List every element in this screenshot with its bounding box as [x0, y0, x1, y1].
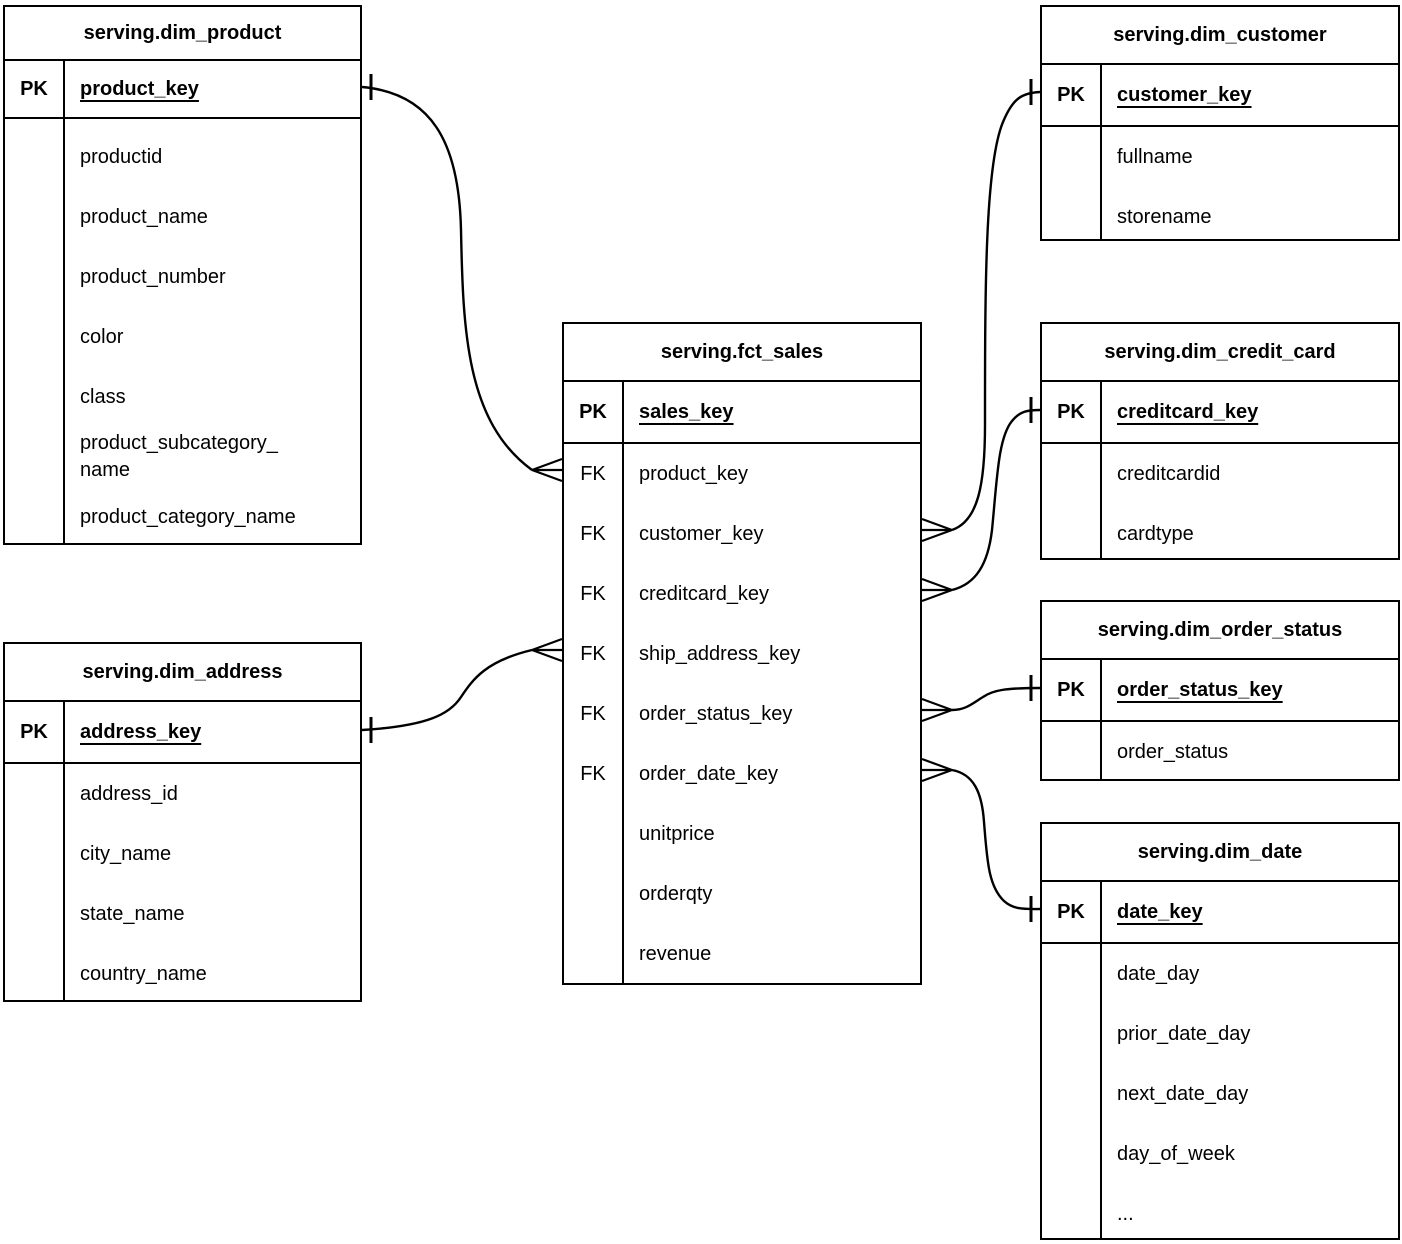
relationship-line — [951, 408, 1041, 592]
key-column — [5, 119, 65, 543]
fk-label: FK — [580, 762, 606, 785]
key-column — [1042, 722, 1102, 779]
field-row: creditcardid — [1117, 462, 1221, 485]
fk-label: FK — [580, 642, 606, 665]
pk-row: PK order_status_key — [1042, 660, 1398, 722]
pk-label: PK — [1042, 660, 1102, 720]
relationship-fct-sales-dim-order-status — [921, 675, 1041, 723]
relationship-line — [951, 90, 1041, 532]
field-row: city_name — [80, 842, 172, 865]
fk-label: FK — [580, 462, 606, 485]
pk-row: PK sales_key — [564, 382, 920, 444]
table-title: serving.dim_address — [5, 644, 360, 702]
pk-field: customer_key — [1117, 83, 1252, 106]
pk-label: PK — [1042, 65, 1102, 125]
pk-field: address_key — [80, 720, 202, 743]
pk-field: product_key — [80, 77, 199, 100]
relationship-line — [361, 648, 533, 732]
table-dim-customer: serving.dim_customer PK customer_key ful… — [1040, 5, 1400, 241]
fk-label: FK — [580, 582, 606, 605]
pk-row: PK address_key — [5, 702, 360, 764]
field-row: product_key — [639, 462, 748, 485]
pk-field: creditcard_key — [1117, 400, 1259, 423]
table-dim-product: serving.dim_product PK product_key produ… — [3, 5, 362, 545]
field-row: ship_address_key — [639, 642, 801, 665]
field-row: revenue — [639, 942, 712, 965]
field-row: productid — [80, 145, 163, 168]
relationship-line — [951, 686, 1041, 712]
key-column — [1042, 444, 1102, 558]
pk-label: PK — [5, 702, 65, 762]
crow-foot-many-icon — [921, 517, 953, 543]
field-row: creditcard_key — [639, 582, 770, 605]
field-row: color — [80, 325, 124, 348]
table-dim-date: serving.dim_date PK date_key date_day pr… — [1040, 822, 1400, 1240]
field-row: address_id — [80, 782, 178, 805]
field-row: next_date_day — [1117, 1082, 1249, 1105]
field-row: order_status — [1117, 740, 1229, 763]
field-row: product_category_name — [80, 505, 296, 528]
pk-field: sales_key — [639, 400, 734, 423]
field-row: country_name — [80, 962, 207, 985]
field-row: fullname — [1117, 145, 1193, 168]
table-title: serving.dim_order_status — [1042, 602, 1398, 660]
field-row: order_date_key — [639, 762, 778, 785]
key-column — [5, 764, 65, 1000]
field-row: cardtype — [1117, 522, 1194, 545]
pk-field: date_key — [1117, 900, 1203, 923]
pk-label: PK — [5, 61, 65, 117]
crow-foot-many-icon — [531, 637, 563, 663]
pk-row: PK customer_key — [1042, 65, 1398, 127]
key-column — [1042, 127, 1102, 239]
field-row: class — [80, 385, 126, 408]
field-row: day_of_week — [1117, 1142, 1235, 1165]
field-row: date_day — [1117, 962, 1200, 985]
table-title: serving.dim_date — [1042, 824, 1398, 882]
field-row: orderqty — [639, 882, 713, 905]
field-row: ... — [1117, 1202, 1134, 1225]
pk-label: PK — [1042, 382, 1102, 442]
field-row: customer_key — [639, 522, 764, 545]
crow-foot-many-icon — [921, 577, 953, 603]
field-row: unitprice — [639, 822, 715, 845]
field-row: product_name — [80, 205, 208, 228]
pk-field: order_status_key — [1117, 678, 1283, 701]
pk-row: PK date_key — [1042, 882, 1398, 944]
pk-row: PK creditcard_key — [1042, 382, 1398, 444]
table-title: serving.fct_sales — [564, 324, 920, 382]
field-row: order_status_key — [639, 702, 793, 725]
key-column — [1042, 944, 1102, 1238]
table-title: serving.dim_credit_card — [1042, 324, 1398, 382]
table-title: serving.dim_product — [5, 7, 360, 61]
fk-label: FK — [580, 522, 606, 545]
table-dim-credit-card: serving.dim_credit_card PK creditcard_ke… — [1040, 322, 1400, 560]
field-text: product_subcategory_name — [80, 432, 278, 481]
relationship-line — [361, 85, 533, 471]
relationship-fct-sales-dim-address — [361, 637, 563, 743]
field-row: prior_date_day — [1117, 1022, 1251, 1045]
table-dim-address: serving.dim_address PK address_key addre… — [3, 642, 362, 1002]
field-row: product_subcategory_name — [65, 427, 360, 487]
pk-label: PK — [564, 382, 624, 442]
relationship-fct-sales-dim-product — [361, 74, 563, 483]
crow-foot-many-icon — [921, 697, 953, 723]
table-fct-sales: serving.fct_sales PK sales_key FK FK FK … — [562, 322, 922, 985]
relationship-fct-sales-dim-date — [921, 757, 1041, 922]
relationship-fct-sales-dim-customer — [921, 79, 1041, 543]
relationship-fct-sales-dim-credit-card — [921, 397, 1041, 603]
field-row: state_name — [80, 902, 185, 925]
crow-foot-many-icon — [921, 757, 953, 783]
field-row: storename — [1117, 205, 1212, 228]
table-dim-order-status: serving.dim_order_status PK order_status… — [1040, 600, 1400, 781]
pk-label: PK — [1042, 882, 1102, 942]
pk-row: PK product_key — [5, 61, 360, 119]
fk-label: FK — [580, 702, 606, 725]
field-row: product_number — [80, 265, 226, 288]
table-title: serving.dim_customer — [1042, 7, 1398, 65]
key-column: FK FK FK FK FK FK — [564, 444, 624, 983]
relationship-line — [951, 768, 1041, 911]
crow-foot-many-icon — [531, 457, 563, 483]
